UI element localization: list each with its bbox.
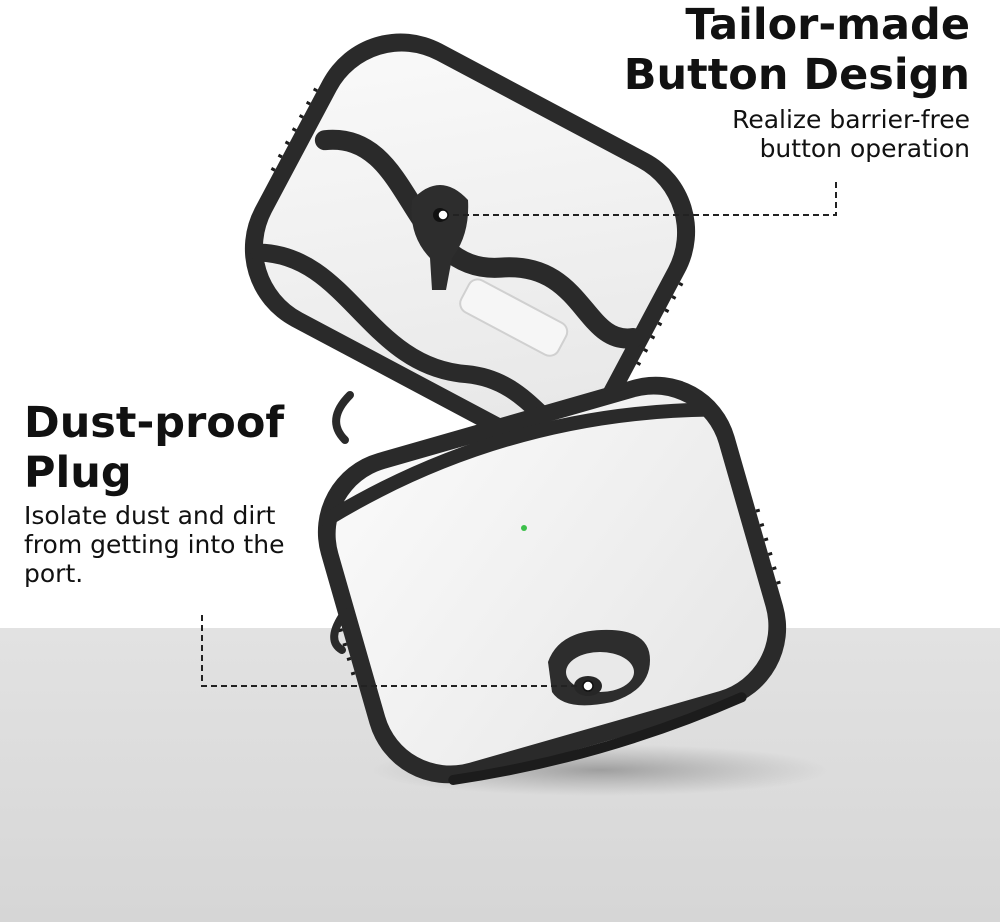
top-case [244,33,696,447]
button-design-title: Tailor-made Button Design [624,0,970,101]
dust-plug-desc-line1: Isolate dust and dirt [24,501,276,530]
plug-leader-line [201,615,583,687]
dust-plug-title-line1: Dust-proof [24,398,285,448]
dust-plug-title-line2: Plug [24,448,132,499]
dust-plug-desc-line2: from getting into the [24,529,285,559]
dust-plug-title: Dust-proof Plug [24,398,284,499]
bottom-clip-loop [330,608,349,654]
dust-plug-desc-line3: port. [24,558,84,588]
bottom-case [317,376,787,785]
button-design-title-line2: Button Design [623,50,970,101]
status-led-icon [521,525,527,531]
button-design-title-line1: Tailor-made [685,0,970,50]
dust-plug-description: Isolate dust and dirt from getting into … [24,501,285,588]
plug-leader-dot [582,680,594,692]
button-leader-dot [437,209,449,221]
button-design-desc-line1: Realize barrier-free [732,105,970,134]
top-clip-loop [332,391,354,444]
button-design-desc-line2: button operation [759,133,970,163]
button-design-description: Realize barrier-free button operation [732,105,970,164]
button-leader-line [443,180,837,216]
